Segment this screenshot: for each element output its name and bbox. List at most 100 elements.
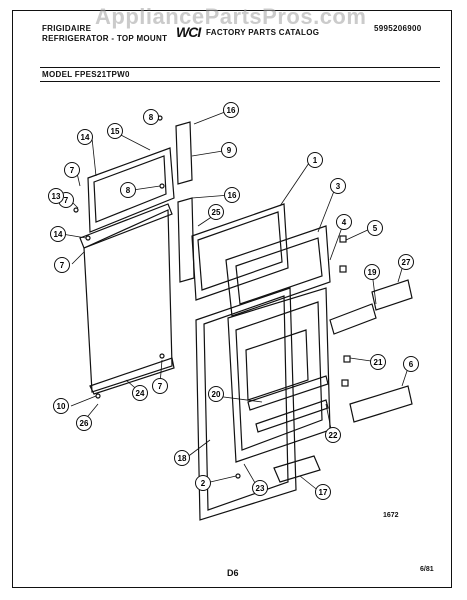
callout-label: 5 xyxy=(373,224,378,233)
fresh-food-gasket-inner xyxy=(203,295,289,511)
callout-circle xyxy=(54,257,70,273)
callout-circle xyxy=(195,475,211,491)
callout-circle xyxy=(50,226,66,242)
callout-label: 4 xyxy=(342,218,347,227)
callout-label: 1 xyxy=(313,156,318,165)
callout-label: 26 xyxy=(80,419,89,428)
freezer-liner xyxy=(225,225,331,317)
shelf-support-5 xyxy=(339,235,347,243)
callout-circle xyxy=(132,385,148,401)
callout-label: 10 xyxy=(57,402,66,411)
screw-14 xyxy=(85,235,91,241)
bracket-21b xyxy=(341,379,349,387)
callout-circle xyxy=(53,398,69,414)
callout-label: 22 xyxy=(329,431,338,440)
header-rule-top xyxy=(40,67,440,68)
callout-label: 27 xyxy=(402,258,411,267)
diagram-frame xyxy=(12,10,452,588)
callout-circle xyxy=(77,129,93,145)
callout-circle xyxy=(307,152,323,168)
callout-label: 7 xyxy=(60,261,65,270)
callout-label: 24 xyxy=(136,389,145,398)
door-shelf-rail xyxy=(247,375,329,411)
watermark: AppliancePartsPros.com xyxy=(95,4,367,29)
callout-label: 3 xyxy=(336,182,341,191)
door-shelf-rail-lower xyxy=(255,399,329,433)
callout-circle xyxy=(107,123,123,139)
callout-label: 9 xyxy=(227,146,232,155)
subtitle: REFRIGERATOR - TOP MOUNT xyxy=(42,34,168,43)
callout-label: 7 xyxy=(158,382,163,391)
callout-label: 14 xyxy=(54,230,63,239)
callout-circle xyxy=(325,427,341,443)
callout-label: 20 xyxy=(212,390,221,399)
callout-label: 21 xyxy=(374,358,383,367)
callout-circle xyxy=(315,484,331,500)
door-bottom-cap xyxy=(89,357,175,395)
screw-13 xyxy=(73,207,79,213)
callout-circle xyxy=(152,378,168,394)
callout-circle xyxy=(223,102,239,118)
model-label: MODEL FPES21TPW0 xyxy=(42,70,130,79)
callout-label: 15 xyxy=(111,127,120,136)
freezer-gasket xyxy=(191,203,289,301)
callout-label: 8 xyxy=(126,186,131,195)
callout-circle xyxy=(403,356,419,372)
revision-date: 6/81 xyxy=(420,566,434,573)
screw-7 xyxy=(159,353,165,359)
door-shelf-19 xyxy=(329,303,377,335)
fresh-food-handle xyxy=(177,197,195,283)
door-shelf-27 xyxy=(371,279,413,311)
liner-recess xyxy=(245,329,309,401)
callout-label: 19 xyxy=(368,268,377,277)
leader-lines xyxy=(61,109,411,493)
callout-circle xyxy=(330,178,346,194)
callout-circle xyxy=(398,254,414,270)
page-number: D6 xyxy=(227,568,239,578)
bracket-21 xyxy=(343,355,351,363)
callout-label: 16 xyxy=(227,106,236,115)
screw-8b xyxy=(159,183,165,189)
hinge-cover xyxy=(273,455,321,483)
part-number: 5995206900 xyxy=(374,24,422,33)
dairy-compartment xyxy=(349,385,413,423)
callout-circle xyxy=(364,264,380,280)
callout-circle xyxy=(370,354,386,370)
drawing-number: 1672 xyxy=(383,512,399,519)
callout-label: 2 xyxy=(201,479,206,488)
fresh-food-liner-inner xyxy=(235,301,323,451)
fresh-food-gasket xyxy=(195,287,297,521)
callout-circle xyxy=(367,220,383,236)
callout-circle xyxy=(336,214,352,230)
callout-circle xyxy=(208,386,224,402)
callout-label: 18 xyxy=(178,454,187,463)
callout-label: 7 xyxy=(64,196,69,205)
callout-label: 13 xyxy=(52,192,61,201)
callout-label: 16 xyxy=(228,191,237,200)
screw-2 xyxy=(235,473,241,479)
callout-label: 25 xyxy=(212,208,221,217)
callout-circle xyxy=(64,162,80,178)
door-top-cap xyxy=(79,203,173,249)
callout-label: 8 xyxy=(149,113,154,122)
callout-circle xyxy=(48,188,64,204)
callout-circle xyxy=(208,204,224,220)
freezer-liner-inner xyxy=(235,237,323,305)
callout-circle xyxy=(143,109,159,125)
callout-label: 7 xyxy=(70,166,75,175)
callout-label: 23 xyxy=(256,484,265,493)
callout-label: 6 xyxy=(409,360,414,369)
freezer-handle xyxy=(175,121,193,185)
wci-logo: WCI xyxy=(176,24,201,40)
freezer-door-panel xyxy=(87,147,175,233)
fresh-food-door-panel xyxy=(83,209,173,393)
freezer-gasket-inner xyxy=(197,211,283,291)
callout-circle xyxy=(174,450,190,466)
catalog-title: FACTORY PARTS CATALOG xyxy=(206,28,320,37)
brand-label: FRIGIDAIRE xyxy=(42,24,92,33)
callout-circle xyxy=(224,187,240,203)
callout-label: 17 xyxy=(319,488,328,497)
freezer-door-inner xyxy=(93,155,167,223)
callout-group: 1234567777889101314141516161718192021222… xyxy=(48,102,419,500)
